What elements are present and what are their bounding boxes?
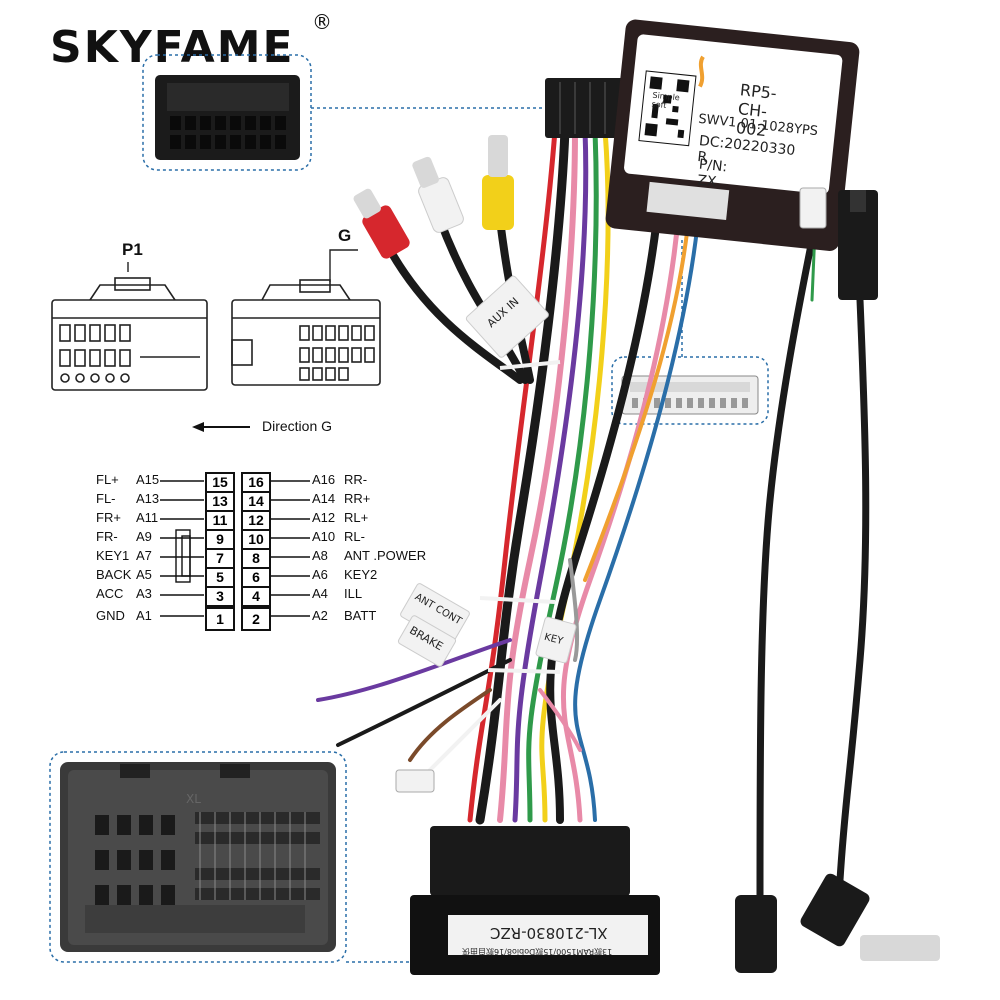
pin-box: 9 (205, 529, 235, 550)
pin-box: 4 (241, 586, 271, 607)
pin-box: 14 (241, 491, 271, 512)
usb-connector (735, 895, 777, 973)
pin-box: 16 (241, 472, 271, 493)
g-connector-drawing (231, 279, 381, 386)
harness-connector-16pin (545, 78, 630, 138)
pin-box: 10 (241, 529, 271, 550)
pin-row-left: FL-A13 (96, 491, 160, 506)
pin-box: 13 (205, 491, 235, 512)
module-vendor: Simple soft (651, 90, 681, 111)
g-label: G (338, 226, 352, 245)
connector-emboss: XL (186, 792, 201, 806)
pin-box: 12 (241, 510, 271, 531)
p1-label: P1 (122, 240, 143, 259)
connector-16pin-black (155, 75, 300, 160)
rca-plug-white (412, 156, 464, 233)
pin-box: 6 (241, 567, 271, 588)
direction-arrow (192, 422, 250, 432)
pin-box: 1 (205, 607, 235, 631)
main-harness-connector (410, 826, 660, 975)
p1-connector-drawing (51, 277, 208, 391)
zoom-box-right (611, 356, 769, 425)
can-bus-module (605, 19, 860, 251)
registered-mark: ® (312, 10, 332, 34)
pin-box: 5 (205, 567, 235, 588)
rca-plug-yellow (482, 135, 514, 230)
zoom-box-bottom (49, 751, 347, 963)
antenna-adapter (800, 873, 940, 961)
white-2pin-connector (799, 187, 827, 229)
main-connector-sublabel: 13款RAM1500/15款Dobio8/16款自由侠 (462, 947, 613, 956)
wire-bundle (316, 125, 870, 904)
main-connector-label: XL-210830-RZC (490, 924, 608, 942)
pin-box: 8 (241, 548, 271, 569)
direction-label: Direction G (262, 418, 333, 434)
brand-logo: SKYFAME (50, 22, 295, 73)
pin-row-left: FR+A11 (96, 510, 159, 525)
black-plug-connector (838, 190, 878, 300)
main-connector-face (60, 762, 336, 952)
pin-box: 3 (205, 586, 235, 607)
pin-box: 7 (205, 548, 235, 569)
module-part-number: P/N: ZX (696, 156, 728, 191)
rca-plug-red (353, 188, 410, 259)
zoom-box-top (142, 54, 312, 171)
pin-box: 15 (205, 472, 235, 493)
pin-box: 11 (205, 510, 235, 531)
pin-box: 2 (241, 607, 271, 631)
white-small-connector (395, 769, 435, 793)
pin-row-left: FL+A15 (96, 472, 160, 487)
pin-row-left: FR-A9 (96, 529, 152, 544)
